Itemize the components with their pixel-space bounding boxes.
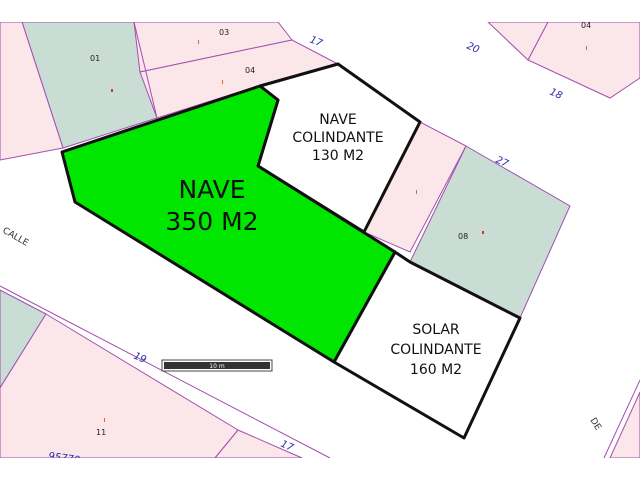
- parcel-number-04-top: 04: [245, 66, 255, 75]
- parcel-marker: [111, 89, 113, 92]
- parcel-number-04-right: 04: [581, 21, 591, 30]
- adjacent-warehouse-label-2: COLINDANTE: [292, 130, 383, 146]
- street-edge-line-right: [603, 379, 640, 459]
- parcel-number-03: 03: [219, 28, 229, 37]
- parcel-number-08: 08: [458, 232, 468, 241]
- street-edge-line: [0, 285, 331, 459]
- adjacent-warehouse-area: 130 M2: [312, 148, 364, 164]
- street-number-17-bottom: 17: [279, 439, 296, 454]
- main-parcel-shape: [60, 84, 397, 364]
- parcel-line: [133, 21, 158, 119]
- street-number-19: 19: [132, 351, 148, 366]
- adjacent-lot-label-2: COLINDANTE: [390, 342, 481, 358]
- parcel-marker: [482, 231, 484, 234]
- scale-bar: 10 m: [161, 359, 273, 372]
- parcel-marker: [104, 418, 105, 422]
- parcel-marker: [198, 40, 199, 44]
- parcel-number-01: 01: [90, 54, 100, 63]
- parcel-marker: [586, 46, 587, 50]
- street-number-27: 27: [494, 155, 511, 170]
- street-number-17-top: 17: [308, 35, 325, 50]
- adjacent-warehouse-label-1: NAVE: [319, 112, 357, 128]
- parcel-marker: [222, 80, 223, 84]
- bottom-margin: [0, 458, 640, 480]
- parcel-number-11: 11: [96, 428, 106, 437]
- main-parcel-title: NAVE: [178, 175, 245, 204]
- street-number-18: 18: [548, 87, 564, 102]
- scale-bar-label: 10 m: [209, 363, 225, 370]
- street-number-20: 20: [465, 41, 481, 56]
- adjacent-lot-label-1: SOLAR: [412, 322, 460, 338]
- main-parcel-area: 350 M2: [165, 207, 258, 236]
- parcel-marker: [416, 190, 417, 194]
- adjacent-lot-area: 160 M2: [410, 362, 462, 378]
- top-margin: [0, 0, 640, 22]
